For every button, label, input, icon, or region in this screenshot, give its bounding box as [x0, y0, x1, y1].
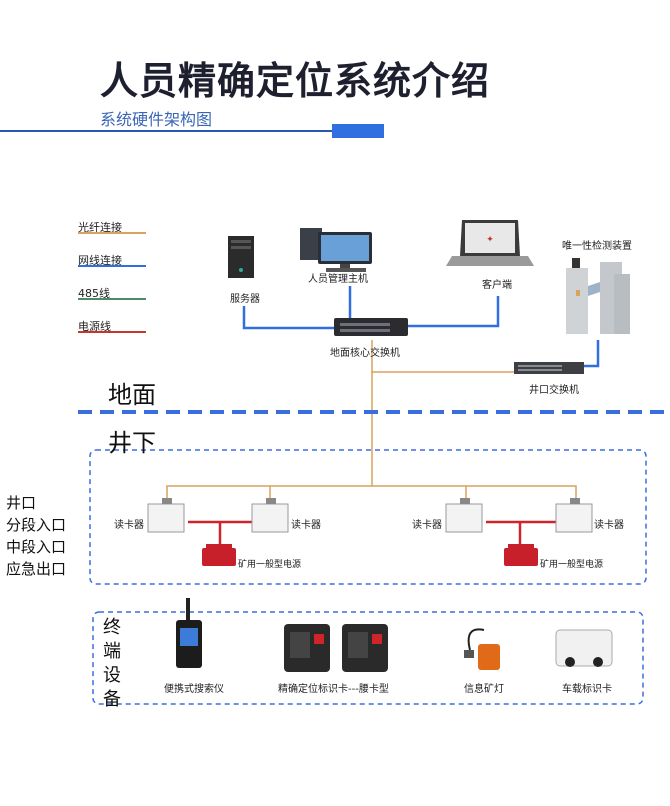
network-line-client	[408, 296, 500, 328]
legend-line-fiber	[78, 232, 146, 234]
network-line-server	[242, 306, 336, 330]
core-switch-label: 地面核心交换机	[330, 348, 400, 359]
unique-detector-label: 唯一性检测装置	[562, 241, 632, 252]
portable-searcher-icon	[176, 598, 202, 668]
workstation-icon	[300, 228, 372, 272]
shaft-switch-icon	[514, 362, 584, 374]
location-card-icon	[284, 624, 388, 672]
server-label: 服务器	[230, 294, 260, 305]
terminal-box	[92, 611, 644, 705]
client-label: 客户端	[482, 280, 512, 291]
legend-label-fiber: 光纤连接	[78, 221, 122, 234]
device-label-searcher: 便携式搜索仪	[164, 684, 224, 695]
reader-label-4: 读卡器	[594, 520, 624, 531]
core-switch-icon	[334, 318, 408, 336]
laptop-icon: ✦	[446, 220, 534, 266]
network-line-detector	[584, 340, 600, 368]
power-supply-icon	[202, 544, 538, 566]
location-level-entrance: 中段入口	[6, 538, 67, 556]
title-accent-bar	[332, 124, 384, 138]
reader-label-2: 读卡器	[291, 520, 321, 531]
legend-line-power	[78, 331, 146, 333]
legend-label-power: 电源线	[78, 320, 111, 333]
device-label-location-card: 精确定位标识卡---腰卡型	[278, 684, 389, 695]
underground-zone-label: 井下	[108, 429, 156, 457]
underground-box	[89, 449, 647, 585]
location-shaft: 井口	[6, 494, 37, 512]
reader-label-1: 读卡器	[114, 520, 144, 531]
power-supply-label-2: 矿用一般型电源	[540, 560, 604, 570]
location-emergency-exit: 应急出口	[6, 560, 67, 578]
network-lines	[242, 286, 600, 368]
ground-zone-label: 地面	[108, 381, 156, 409]
terminal-zone-label: 终端设备	[103, 617, 121, 710]
legend-line-485	[78, 298, 146, 300]
personnel-host-label: 人员管理主机	[308, 274, 368, 285]
server-icon	[228, 236, 254, 278]
page-title: 人员精确定位系统介绍	[100, 59, 491, 103]
legend-line-network	[78, 265, 146, 267]
cap-lamp-icon	[464, 628, 500, 670]
device-label-vehicle-card: 车载标识卡	[562, 684, 612, 695]
power-lines	[188, 520, 556, 552]
title-underline	[0, 130, 332, 132]
device-label-cap-lamp: 信息矿灯	[464, 684, 504, 695]
vehicle-card-icon	[555, 629, 613, 667]
legend-label-network: 网线连接	[78, 254, 122, 267]
shaft-switch-label: 井口交换机	[529, 385, 579, 396]
page-subtitle: 系统硬件架构图	[100, 110, 213, 129]
power-supply-label-1: 矿用一般型电源	[238, 560, 302, 570]
card-reader-icon	[147, 503, 593, 533]
gate-icon	[566, 258, 630, 334]
reader-label-3: 读卡器	[412, 520, 442, 531]
fiber-line-bus	[166, 485, 577, 500]
svg-text:✦: ✦	[486, 235, 494, 245]
fiber-lines	[166, 340, 577, 500]
legend-label-485: 485线	[78, 287, 110, 300]
location-section-entrance: 分段入口	[6, 516, 67, 534]
